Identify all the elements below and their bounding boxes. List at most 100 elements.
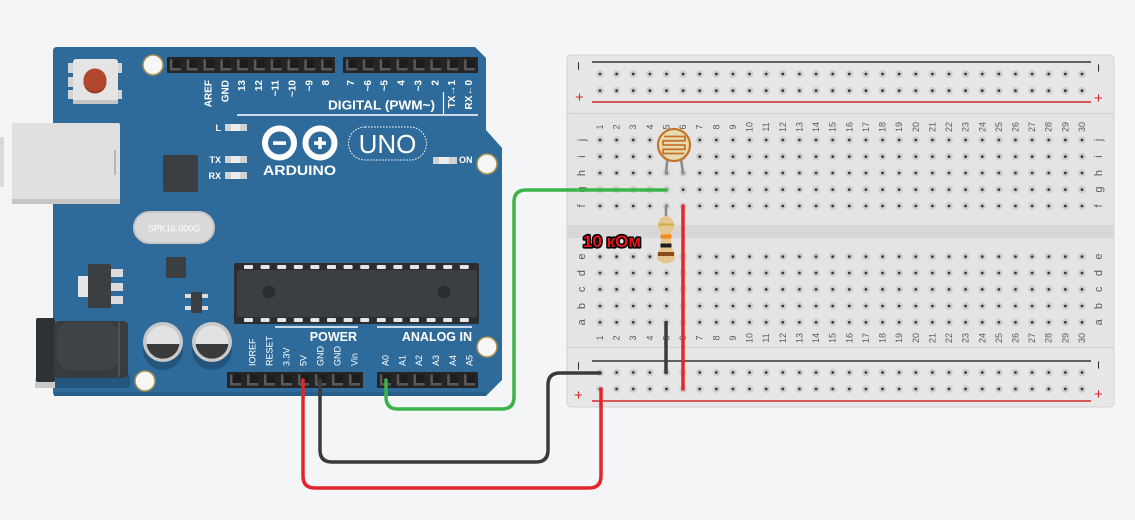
- breadboard-hole[interactable]: [978, 152, 987, 161]
- breadboard-hole[interactable]: [845, 302, 854, 310]
- breadboard-hole[interactable]: [895, 252, 903, 261]
- breadboard-hole[interactable]: [596, 202, 604, 210]
- breadboard-hole[interactable]: [945, 269, 953, 277]
- breadboard-hole[interactable]: [945, 152, 953, 161]
- breadboard-hole[interactable]: [779, 152, 787, 161]
- breadboard-hole[interactable]: [945, 202, 953, 210]
- breadboard-hole[interactable]: [961, 368, 970, 377]
- breadboard-hole[interactable]: [795, 202, 804, 210]
- breadboard-hole[interactable]: [729, 269, 737, 277]
- breadboard-hole[interactable]: [978, 252, 987, 261]
- breadboard-hole[interactable]: [1061, 269, 1070, 277]
- breadboard-hole[interactable]: [712, 169, 721, 177]
- breadboard-hole[interactable]: [961, 285, 970, 294]
- breadboard-hole[interactable]: [745, 385, 754, 393]
- breadboard-hole[interactable]: [695, 252, 704, 261]
- breadboard-hole[interactable]: [596, 136, 604, 144]
- breadboard-hole[interactable]: [1011, 185, 1020, 194]
- breadboard-hole[interactable]: [1011, 136, 1020, 144]
- breadboard-hole[interactable]: [995, 252, 1003, 261]
- breadboard-hole[interactable]: [612, 169, 621, 177]
- breadboard-hole[interactable]: [596, 252, 604, 261]
- breadboard-hole[interactable]: [1078, 169, 1086, 177]
- breadboard-hole[interactable]: [779, 70, 787, 78]
- breadboard-hole[interactable]: [612, 318, 621, 327]
- breadboard-hole[interactable]: [646, 136, 654, 144]
- breadboard-hole[interactable]: [646, 302, 654, 310]
- breadboard-hole[interactable]: [945, 185, 953, 194]
- breadboard-hole[interactable]: [895, 318, 903, 327]
- breadboard-hole[interactable]: [911, 86, 920, 95]
- breadboard-hole[interactable]: [712, 269, 721, 277]
- breadboard-hole[interactable]: [596, 318, 604, 327]
- breadboard-hole[interactable]: [779, 185, 787, 194]
- breadboard-hole[interactable]: [862, 152, 870, 161]
- breadboard-hole[interactable]: [762, 185, 771, 194]
- breadboard-hole[interactable]: [828, 302, 837, 310]
- breadboard-hole[interactable]: [1028, 136, 1036, 144]
- breadboard-hole[interactable]: [978, 285, 987, 294]
- breadboard-hole[interactable]: [629, 152, 638, 161]
- breadboard-hole[interactable]: [911, 368, 920, 377]
- breadboard-hole[interactable]: [911, 185, 920, 194]
- breadboard-hole[interactable]: [629, 318, 638, 327]
- breadboard-hole[interactable]: [646, 169, 654, 177]
- breadboard-hole[interactable]: [1011, 86, 1020, 95]
- breadboard-hole[interactable]: [662, 302, 671, 310]
- breadboard-hole[interactable]: [612, 152, 621, 161]
- breadboard-hole[interactable]: [762, 86, 771, 95]
- breadboard-hole[interactable]: [1028, 202, 1036, 210]
- breadboard-hole[interactable]: [612, 136, 621, 144]
- breadboard-hole[interactable]: [1028, 318, 1036, 327]
- breadboard-hole[interactable]: [911, 318, 920, 327]
- breadboard-hole[interactable]: [911, 252, 920, 261]
- breadboard-hole[interactable]: [795, 252, 804, 261]
- breadboard-hole[interactable]: [646, 152, 654, 161]
- breadboard-hole[interactable]: [928, 169, 937, 177]
- breadboard-hole[interactable]: [762, 285, 771, 294]
- breadboard-hole[interactable]: [762, 368, 771, 377]
- breadboard-hole[interactable]: [662, 285, 671, 294]
- breadboard-hole[interactable]: [812, 185, 820, 194]
- breadboard-hole[interactable]: [1061, 86, 1070, 95]
- breadboard-hole[interactable]: [1078, 368, 1086, 377]
- breadboard-hole[interactable]: [1011, 269, 1020, 277]
- breadboard-hole[interactable]: [612, 368, 621, 377]
- breadboard-hole[interactable]: [729, 318, 737, 327]
- breadboard-hole[interactable]: [795, 318, 804, 327]
- breadboard-hole[interactable]: [745, 285, 754, 294]
- breadboard-hole[interactable]: [878, 385, 887, 393]
- breadboard-hole[interactable]: [1011, 318, 1020, 327]
- breadboard-hole[interactable]: [695, 185, 704, 194]
- breadboard-hole[interactable]: [845, 86, 854, 95]
- breadboard-hole[interactable]: [612, 385, 621, 393]
- breadboard-hole[interactable]: [945, 318, 953, 327]
- breadboard-hole[interactable]: [1078, 302, 1086, 310]
- breadboard-hole[interactable]: [745, 152, 754, 161]
- breadboard-hole[interactable]: [945, 86, 953, 95]
- breadboard-hole[interactable]: [729, 152, 737, 161]
- breadboard-hole[interactable]: [612, 285, 621, 294]
- breadboard-hole[interactable]: [828, 318, 837, 327]
- breadboard-hole[interactable]: [729, 285, 737, 294]
- breadboard-hole[interactable]: [845, 152, 854, 161]
- breadboard-hole[interactable]: [662, 70, 671, 78]
- breadboard-hole[interactable]: [862, 252, 870, 261]
- breadboard-hole[interactable]: [978, 202, 987, 210]
- breadboard-hole[interactable]: [978, 269, 987, 277]
- breadboard-hole[interactable]: [928, 285, 937, 294]
- breadboard-hole[interactable]: [745, 169, 754, 177]
- breadboard-hole[interactable]: [961, 86, 970, 95]
- breadboard-hole[interactable]: [961, 202, 970, 210]
- breadboard-hole[interactable]: [978, 385, 987, 393]
- breadboard-hole[interactable]: [928, 70, 937, 78]
- breadboard-hole[interactable]: [862, 368, 870, 377]
- breadboard-hole[interactable]: [1028, 269, 1036, 277]
- breadboard-hole[interactable]: [945, 169, 953, 177]
- breadboard-hole[interactable]: [828, 136, 837, 144]
- breadboard-hole[interactable]: [596, 285, 604, 294]
- breadboard-hole[interactable]: [1028, 185, 1036, 194]
- breadboard-hole[interactable]: [729, 185, 737, 194]
- breadboard-hole[interactable]: [795, 269, 804, 277]
- breadboard-hole[interactable]: [646, 70, 654, 78]
